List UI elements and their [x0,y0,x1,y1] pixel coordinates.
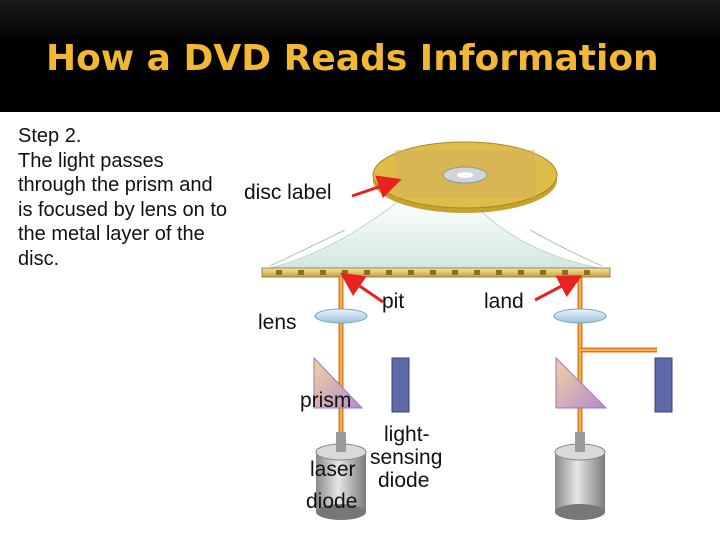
step-description: Step 2. The light passes through the pri… [18,125,228,270]
label-light-sensing-2: sensing [370,446,442,469]
label-lens: lens [258,311,297,334]
laser-diode-right-icon [554,432,606,520]
label-light-sensing-1: light- [384,423,430,446]
prism-right-icon [555,356,608,409]
lens-right-icon [553,308,607,324]
arrow-pit [340,272,384,304]
prism-left-icon [313,356,364,409]
label-pit: pit [382,290,404,313]
laser-diode-left-icon [315,432,367,520]
sensor-left-icon [391,357,410,413]
label-disc-label: disc label [244,181,332,204]
disc-icon [372,141,558,213]
title-bar: How a DVD Reads Information [0,0,720,112]
label-laser-diode: diode [306,490,357,513]
label-laser: laser [310,458,356,481]
arrow-disc-label [351,175,402,199]
laser-beam-right [577,277,657,445]
metal-layer-icon [261,267,611,278]
sensor-right-icon [654,357,673,413]
slide-title: How a DVD Reads Information [46,38,659,79]
label-land: land [484,290,524,313]
label-prism: prism [300,389,351,412]
label-light-sensing-3: diode [378,469,429,492]
arrow-land [534,275,583,302]
lens-left-icon [314,308,368,324]
